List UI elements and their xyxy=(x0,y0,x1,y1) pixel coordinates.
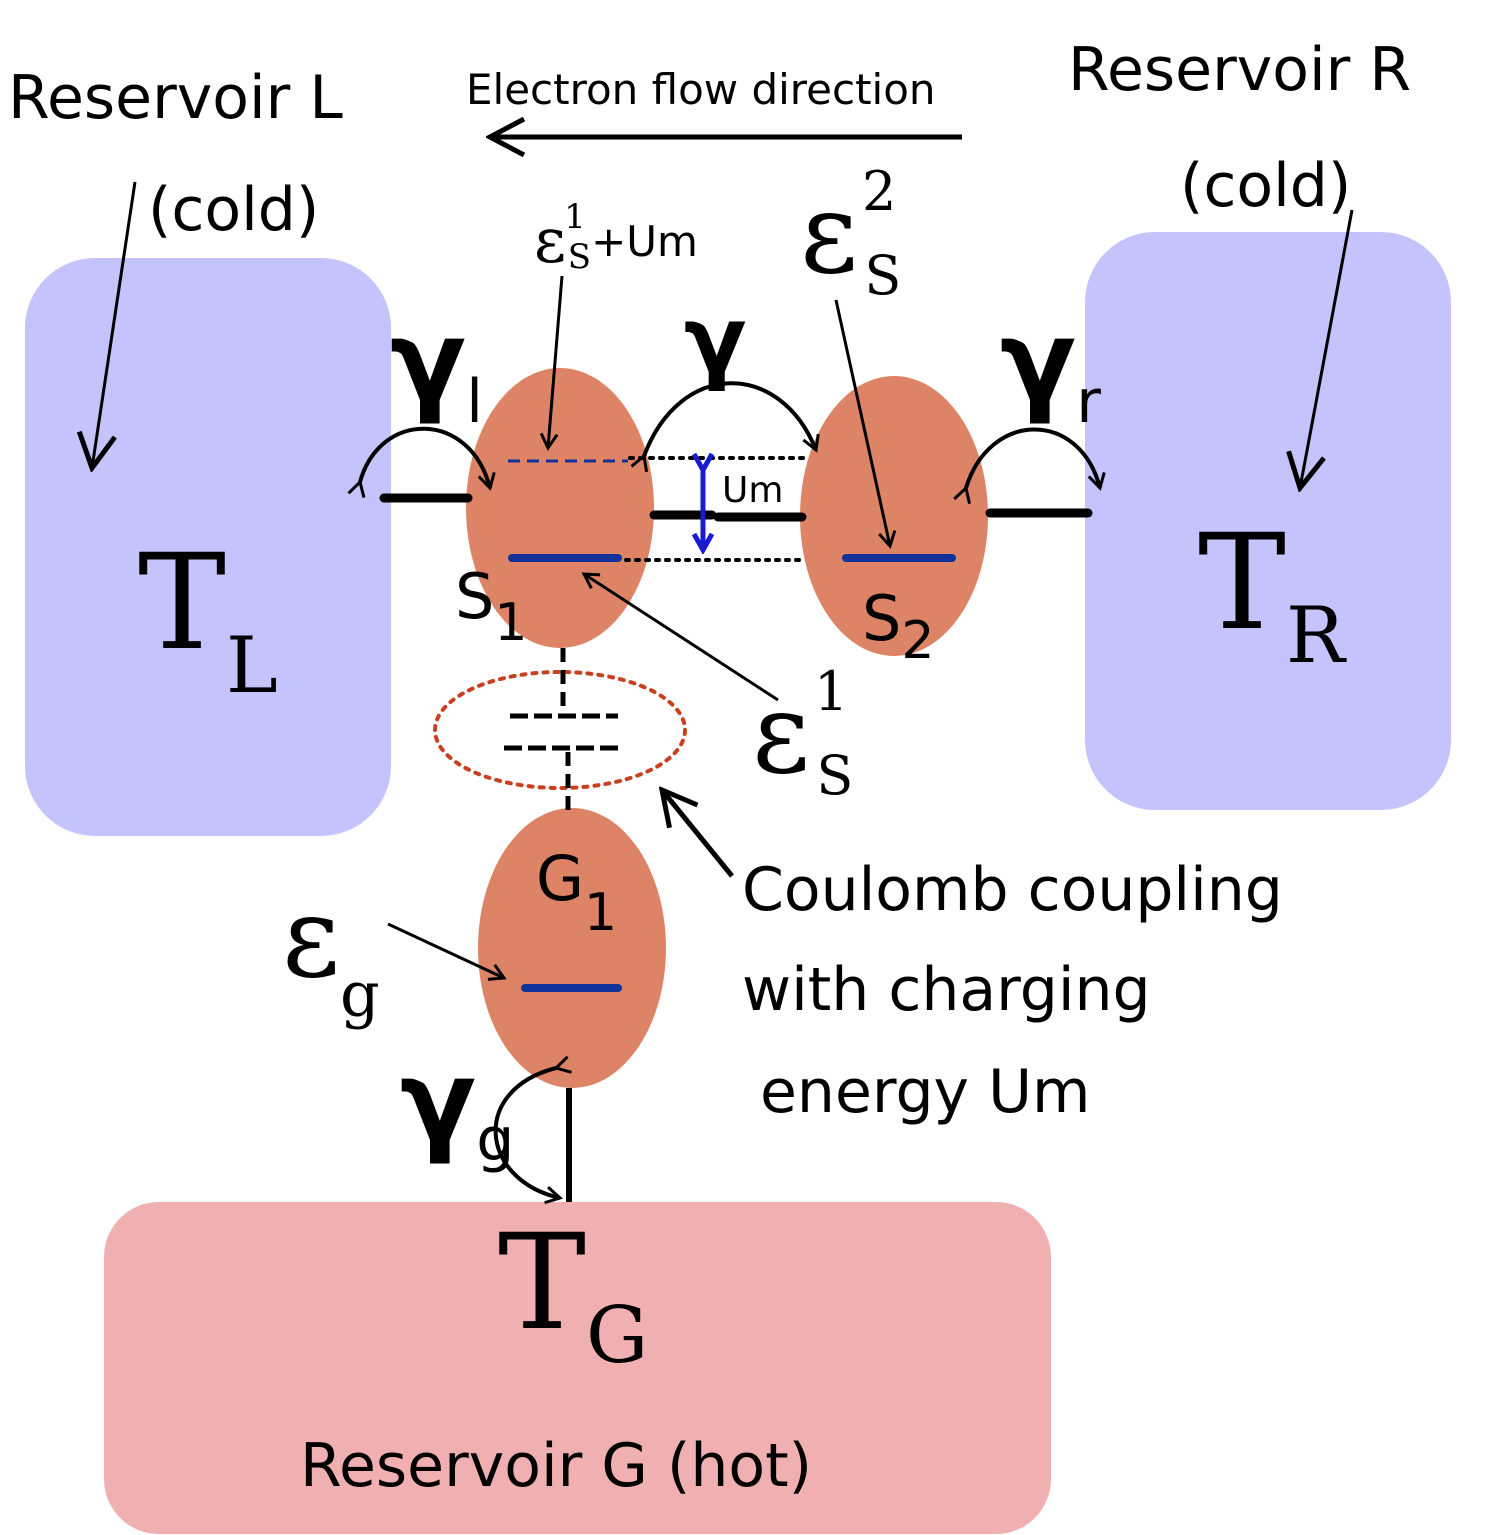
gamma-l-arc xyxy=(347,426,496,499)
reservoir-g-label: Reservoir G (hot) xyxy=(300,1431,812,1501)
coupling-line-3: energy Um xyxy=(760,1057,1091,1127)
pointer-es2 xyxy=(834,299,897,549)
gamma-g-arc xyxy=(493,1055,572,1205)
gamma-r-arc xyxy=(953,427,1106,505)
dot-s2-label: S2 xyxy=(862,582,934,671)
gamma-l-label: γl xyxy=(390,297,483,437)
temp-l: TL xyxy=(138,526,278,711)
dot-g1 xyxy=(478,808,666,1088)
pointer-es1-um xyxy=(539,275,564,452)
flow-label: Electron flow direction xyxy=(466,65,936,114)
temp-r: TR xyxy=(1198,506,1347,681)
dot-s1-label: S1 xyxy=(455,560,527,653)
dot-s1 xyxy=(466,368,654,648)
gamma-r-label: γr xyxy=(1000,297,1101,437)
temp-g: TG xyxy=(498,1206,648,1381)
cold-l-label: (cold) xyxy=(148,175,319,245)
reservoir-g-box xyxy=(104,1202,1051,1534)
reservoir-l-label: Reservoir L xyxy=(8,63,343,133)
gamma-center-arc xyxy=(630,381,820,473)
gamma-g-label: γg xyxy=(400,1037,514,1175)
pointer-eg xyxy=(387,922,507,981)
cold-r-label: (cold) xyxy=(1180,151,1351,221)
pointer-es1 xyxy=(581,572,779,702)
dot-g1-label: G1 xyxy=(536,842,617,943)
gamma-center-label: γ xyxy=(684,287,747,394)
coupling-line-1: Coulomb coupling xyxy=(742,855,1283,925)
pointer-cold-l xyxy=(92,181,137,468)
pointer-coulomb xyxy=(662,790,734,878)
reservoir-r-box xyxy=(1085,232,1451,810)
reservoir-l-box xyxy=(25,258,391,836)
coupling-line-2: with charging xyxy=(742,955,1151,1025)
dot-s2 xyxy=(800,376,988,656)
pointer-cold-r xyxy=(1300,209,1354,488)
reservoir-r-label: Reservoir R xyxy=(1068,35,1411,105)
um-label: Um xyxy=(722,470,783,511)
energy-eg-label: εg xyxy=(282,873,380,1031)
coulomb-ellipse xyxy=(433,670,687,790)
